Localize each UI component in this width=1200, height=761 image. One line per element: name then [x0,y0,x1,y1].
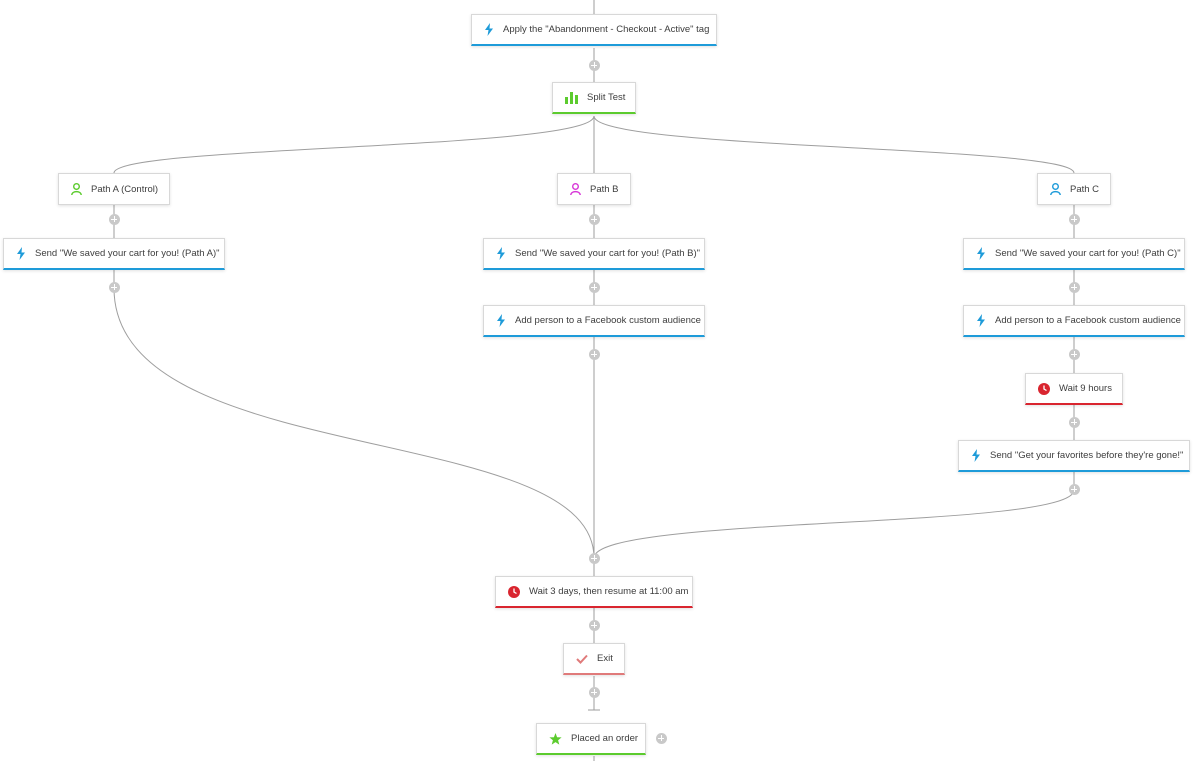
step-label: Wait 3 days, then resume at 11:00 am [529,586,689,597]
wait-3-days-step[interactable]: Wait 3 days, then resume at 11:00 am [495,576,693,608]
person-icon [1050,182,1061,196]
send-email-path-c-step[interactable]: Send "We saved your cart for you! (Path … [963,238,1185,270]
lightning-icon [496,247,506,261]
step-label: Add person to a Facebook custom audience [515,315,701,326]
step-label: Exit [597,653,613,664]
add-step-button[interactable] [588,59,600,71]
add-step-button[interactable] [588,686,600,698]
path-label: Path A (Control) [91,183,159,195]
add-step-button[interactable] [1068,213,1080,225]
add-step-button[interactable] [588,348,600,360]
lightning-icon [496,314,506,328]
person-icon [570,182,581,196]
facebook-audience-path-c-step[interactable]: Add person to a Facebook custom audience [963,305,1185,337]
path-label: Path B [590,183,619,195]
step-label: Send "Get your favorites before they're … [990,450,1184,461]
add-step-button[interactable] [1068,281,1080,293]
lightning-icon [971,449,981,463]
add-step-button[interactable] [588,552,600,564]
step-label: Wait 9 hours [1059,383,1112,394]
apply-tag-step[interactable]: Apply the "Abandonment - Checkout - Acti… [471,14,717,46]
exit-step[interactable]: Exit [563,643,625,675]
add-step-button[interactable] [588,619,600,631]
add-step-button[interactable] [1068,416,1080,428]
add-step-button[interactable] [588,213,600,225]
wait-9-hours-step[interactable]: Wait 9 hours [1025,373,1123,405]
goal-label: Placed an order [571,733,639,744]
add-step-button[interactable] [588,281,600,293]
step-label: Add person to a Facebook custom audience [995,315,1181,326]
person-icon [71,182,82,196]
facebook-audience-path-b-step[interactable]: Add person to a Facebook custom audience [483,305,705,337]
lightning-icon [16,247,26,261]
send-favorites-email-step[interactable]: Send "Get your favorites before they're … [958,440,1190,472]
placed-an-order-goal[interactable]: Placed an order [536,723,646,755]
step-label: Split Test [587,92,626,103]
step-label: Apply the "Abandonment - Checkout - Acti… [503,24,710,35]
split-test-step[interactable]: Split Test [552,82,636,114]
path-a-node[interactable]: Path A (Control) [58,173,170,205]
step-label: Send "We saved your cart for you! (Path … [35,248,220,259]
lightning-icon [976,314,986,328]
bar-chart-icon [565,91,578,105]
send-email-path-a-step[interactable]: Send "We saved your cart for you! (Path … [3,238,225,270]
check-icon [576,652,588,666]
add-step-button[interactable] [1068,348,1080,360]
lightning-icon [484,23,494,37]
send-email-path-b-step[interactable]: Send "We saved your cart for you! (Path … [483,238,705,270]
path-label: Path C [1070,183,1100,195]
add-step-button[interactable] [108,213,120,225]
clock-icon [508,585,520,599]
step-label: Send "We saved your cart for you! (Path … [995,248,1181,259]
lightning-icon [976,247,986,261]
clock-icon [1038,382,1050,396]
star-icon [549,732,562,746]
step-label: Send "We saved your cart for you! (Path … [515,248,701,259]
add-step-button[interactable] [108,281,120,293]
path-b-node[interactable]: Path B [557,173,631,205]
add-step-button[interactable] [1068,483,1080,495]
add-step-button[interactable] [655,732,667,744]
path-c-node[interactable]: Path C [1037,173,1111,205]
